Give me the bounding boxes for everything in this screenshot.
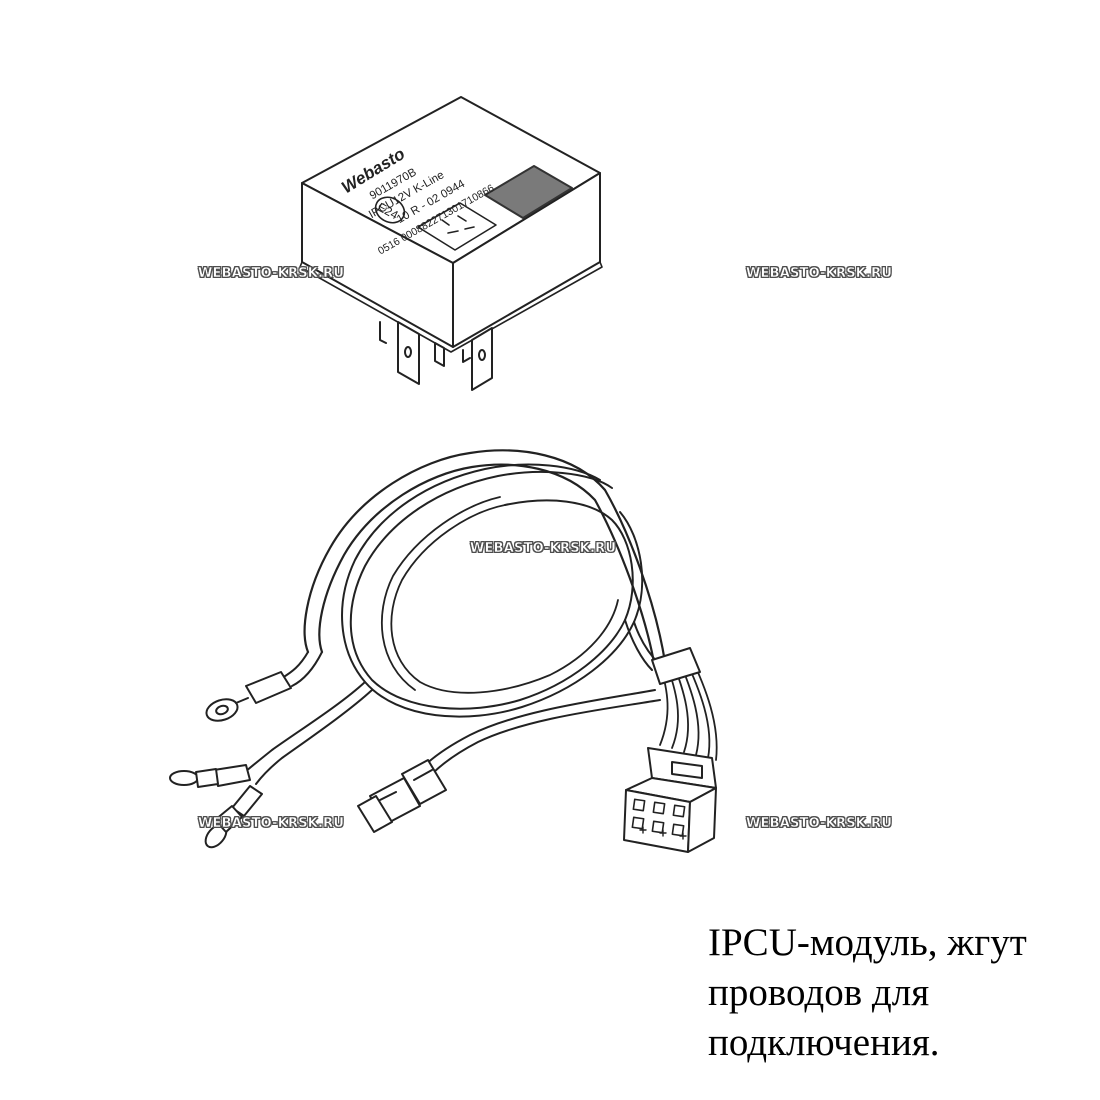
caption-line: проводов для — [708, 971, 930, 1014]
watermark: WEBASTO-KRSK.RU — [198, 816, 345, 831]
module-label-square — [484, 165, 573, 219]
module-connector-outline — [417, 202, 497, 251]
wiring-harness — [169, 449, 718, 853]
watermark: WEBASTO-KRSK.RU — [746, 816, 893, 831]
ring-terminal-wire — [281, 651, 309, 679]
watermark: WEBASTO-KRSK.RU — [198, 266, 345, 281]
watermark: WEBASTO-KRSK.RU — [470, 541, 617, 556]
watermark: WEBASTO-KRSK.RU — [746, 266, 893, 281]
caption-line: подключения. — [708, 1021, 940, 1064]
ipcu-module — [299, 96, 603, 391]
ring-terminal — [205, 698, 239, 722]
approval-circle — [374, 196, 406, 224]
multi-pin-connector — [623, 747, 717, 853]
caption: IPCU-модуль, жгут проводов для подключен… — [708, 918, 1088, 1068]
harness-loop-outer — [303, 449, 667, 664]
module-terminals — [379, 321, 493, 391]
bullet-connector-1 — [213, 764, 251, 787]
caption-line: IPCU-модуль, жгут — [708, 921, 1027, 964]
ring-terminal-sleeve — [245, 671, 292, 704]
